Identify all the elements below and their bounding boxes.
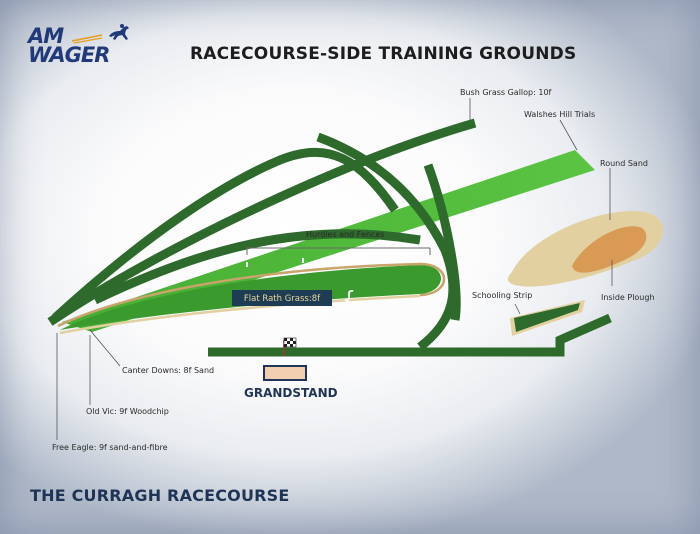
walshes-hill-label: Walshes Hill Trials [524,110,595,119]
grandstand-straight [208,313,612,357]
old-vic-woodchip-track [57,262,446,328]
flat-rath-label-box [232,290,332,306]
inside-plough-label: Inside Plough [601,293,655,302]
bush-grass-gallop [47,118,477,326]
amwager-logo[interactable]: AM WAGER [28,24,132,68]
round-sand-label: Round Sand [600,159,648,168]
hurdle-markers [246,253,408,267]
canter-downs-label: Canter Downs: 8f Sand [122,366,214,375]
flat-rath-label: Flat Rath Grass:8f [244,294,321,304]
inner-gallop [93,229,421,305]
lower-diagonal-track [51,147,399,322]
inside-plough-area [572,226,647,273]
flat-rath-brace: { [342,288,356,313]
grandstand-label: GRANDSTAND [244,386,338,400]
logo-wager: WAGER [28,43,110,67]
canter-downs-sand-track [59,294,421,335]
crossing-gallop [316,132,458,351]
grandstand-building [263,365,307,381]
free-eagle-label: Free Eagle: 9f sand-and-fibre [52,443,168,452]
leader-lines [56,98,613,440]
page-title: RACECOURSE-SIDE TRAINING GROUNDS [190,44,577,64]
logo-swoosh-icon [72,34,103,44]
old-vic-label: Old Vic: 9f Woodchip [86,407,169,416]
schooling-strip [514,303,580,332]
racecourse-title: THE CURRAGH RACECOURSE [30,486,290,505]
chequered-flag-icon [283,337,297,348]
bush-grass-label: Bush Grass Gallop: 10f [460,88,552,97]
connecting-track [423,163,461,321]
racehorse-icon [109,24,129,40]
hurdles-bracket [246,247,431,255]
gallop-tracks [47,118,612,357]
logo-am: AM [28,24,64,48]
hurdles-label: Hurdles and Fences [306,230,384,239]
schooling-strip-label: Schooling Strip [472,291,532,300]
